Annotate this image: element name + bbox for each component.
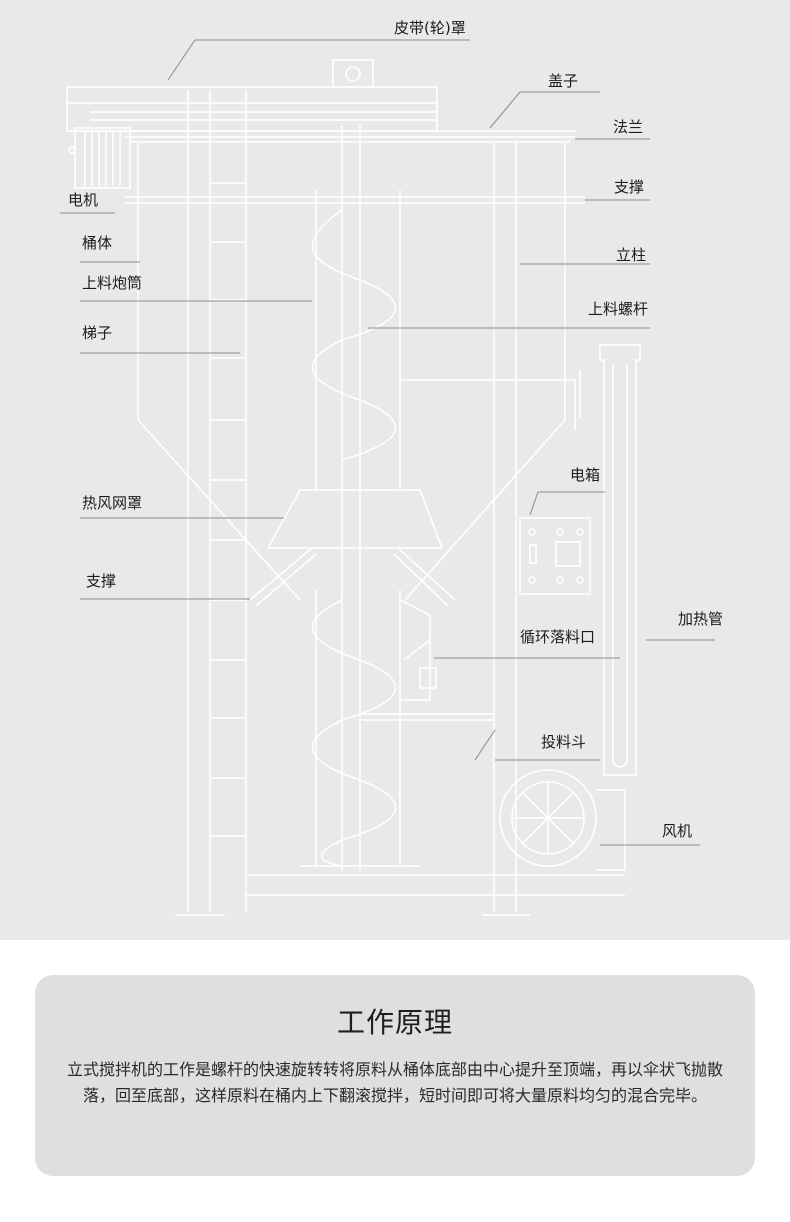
electric-box-shape [519, 517, 591, 595]
label-support-bottom: 支撑 [86, 572, 116, 590]
principle-body: 立式搅拌机的工作是螺杆的快速旋转转将原料从桶体底部由中心提升至顶端，再以伞状飞抛… [66, 1060, 723, 1105]
label-heating-tube: 加热管 [678, 610, 723, 628]
label-electric-box: 电箱 [570, 466, 600, 484]
label-circulation-outlet: 循环落料口 [520, 628, 595, 646]
label-hot-air-cover: 热风网罩 [82, 494, 142, 512]
principle-title: 工作原理 [336, 1006, 453, 1039]
label-column: 立柱 [616, 246, 646, 264]
principle-card: 工作原理 立式搅拌机的工作是螺杆的快速旋转转将原料从桶体底部由中心提升至顶端，再… [35, 975, 755, 1176]
label-ladder: 梯子 [82, 324, 112, 342]
motor-shape [74, 127, 131, 189]
label-feed-screw: 上料螺杆 [588, 300, 648, 318]
machine-diagram: 皮带(轮)罩 盖子 法兰 电机 支撑 桶体 立柱 上料炮筒 上料螺杆 梯子 电箱… [0, 0, 790, 940]
belt-cover-shape [66, 86, 438, 132]
label-support-top: 支撑 [614, 178, 644, 196]
machine-diagram-svg: 皮带(轮)罩 盖子 法兰 电机 支撑 桶体 立柱 上料炮筒 上料螺杆 梯子 电箱… [60, 19, 723, 916]
heating-tube-shape [599, 344, 641, 776]
label-hopper: 投料斗 [541, 733, 586, 751]
label-motor: 电机 [68, 191, 98, 209]
hot-air-cover-shape [266, 489, 444, 549]
label-belt-cover: 皮带(轮)罩 [394, 19, 466, 37]
fan-shape [499, 769, 597, 867]
label-flange: 法兰 [613, 118, 643, 136]
label-lid: 盖子 [548, 72, 578, 90]
label-barrel: 桶体 [82, 234, 112, 252]
label-fan: 风机 [662, 822, 692, 840]
label-feed-tube: 上料炮筒 [82, 274, 142, 292]
